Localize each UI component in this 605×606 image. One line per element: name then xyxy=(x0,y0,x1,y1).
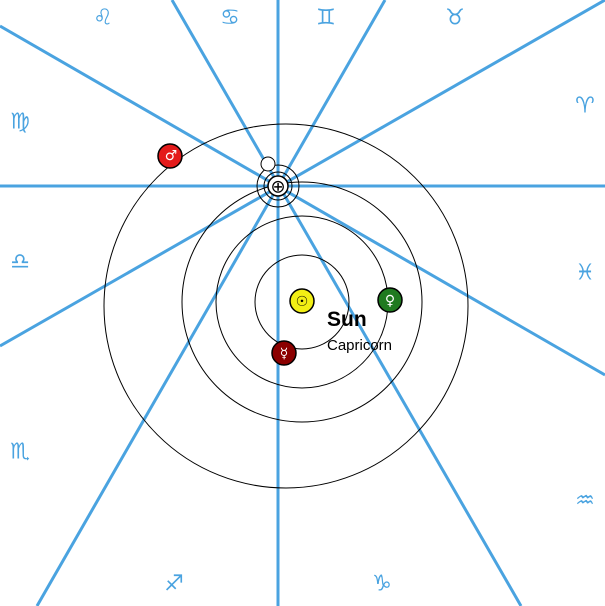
spoke-60-a xyxy=(170,0,523,606)
taurus-icon[interactable]: ♉ xyxy=(445,6,465,31)
leo-icon[interactable]: ♌ xyxy=(93,6,113,31)
gemini-icon[interactable]: ♊ xyxy=(316,6,336,31)
spoke-30-a xyxy=(0,0,605,348)
orbits xyxy=(103,123,469,489)
capricorn-icon[interactable]: ♑ xyxy=(372,572,392,597)
moon-orbit xyxy=(256,164,300,208)
moon-icon[interactable] xyxy=(260,156,276,172)
mercury-orbit xyxy=(254,254,350,350)
aries-icon[interactable]: ♈ xyxy=(575,94,595,119)
earth-icon[interactable]: ⊕ xyxy=(263,171,293,201)
mars-icon[interactable]: ♂ xyxy=(157,143,183,169)
mercury-glyph: ☿ xyxy=(280,346,289,362)
zodiac-signs: ♌ ♋ ♊ ♉ ♈ ♓ ♒ ♑ ♐ ♏ ♎ ♍ xyxy=(10,6,595,597)
mars-glyph: ♂ xyxy=(165,148,178,164)
selected-body-name: Sun xyxy=(327,308,367,331)
cancer-icon[interactable]: ♋ xyxy=(220,6,240,31)
sun-glyph: ☉ xyxy=(296,294,309,310)
selected-body-sign: Capricorn xyxy=(327,337,392,354)
sun-icon[interactable]: ☉ xyxy=(289,288,315,314)
mars-orbit xyxy=(103,123,469,489)
libra-icon[interactable]: ♎ xyxy=(10,250,30,275)
virgo-icon[interactable]: ♍ xyxy=(10,110,30,135)
venus-glyph: ♀ xyxy=(385,293,395,309)
planets: ☉ ☿ ♀ ⊕ ♂ xyxy=(157,143,403,366)
earth-orbit xyxy=(181,181,423,423)
venus-icon[interactable]: ♀ xyxy=(377,287,403,313)
selected-body-label: Sun Capricorn xyxy=(327,308,392,354)
spoke-60-b xyxy=(35,0,387,606)
scorpio-icon[interactable]: ♏ xyxy=(10,440,30,465)
mercury-icon[interactable]: ☿ xyxy=(271,340,297,366)
earth-glyph: ⊕ xyxy=(270,177,285,198)
pisces-icon[interactable]: ♓ xyxy=(575,261,595,286)
spoke-30-b xyxy=(0,24,605,377)
aquarius-icon[interactable]: ♒ xyxy=(575,489,595,514)
sagittarius-icon[interactable]: ♐ xyxy=(164,572,184,597)
